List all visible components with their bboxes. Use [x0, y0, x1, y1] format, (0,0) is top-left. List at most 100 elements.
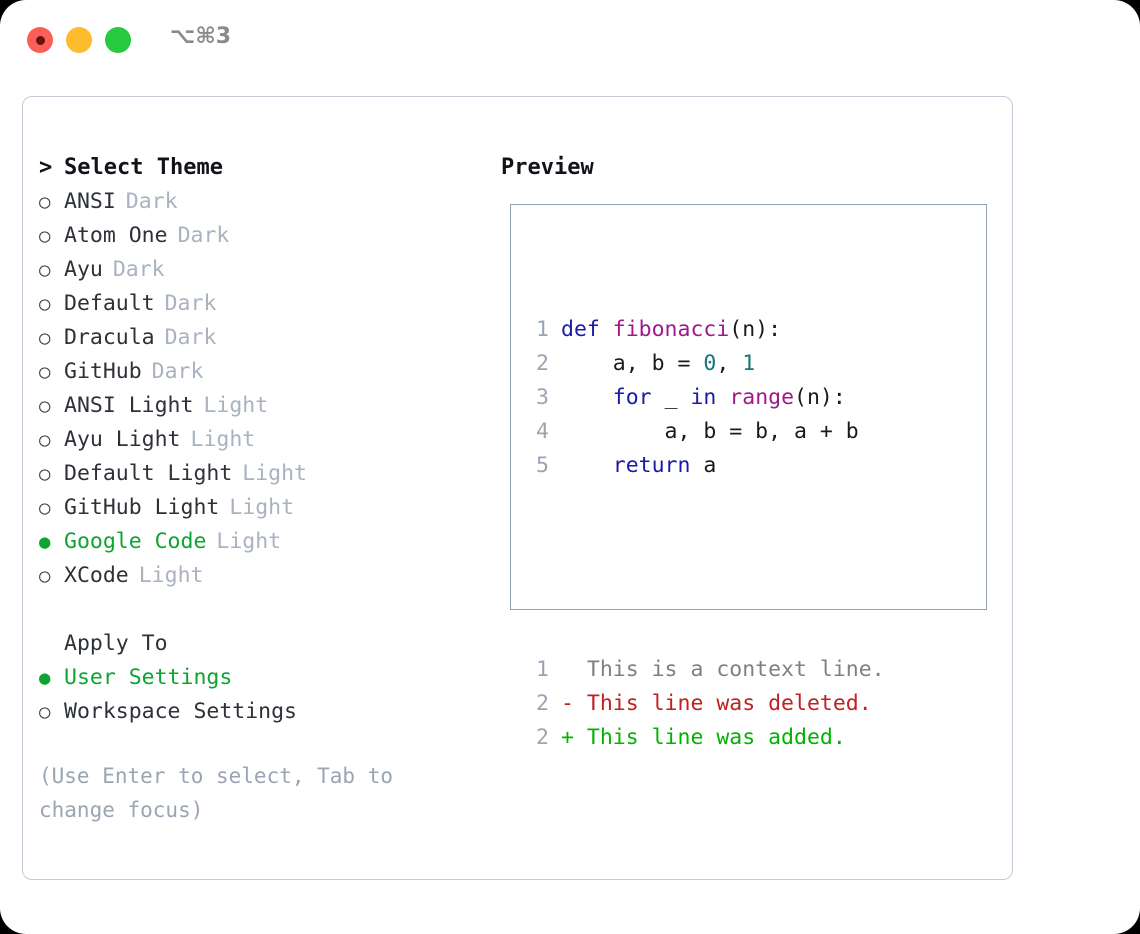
theme-variant-label: Dark: [125, 189, 178, 214]
preview-column: Preview: [501, 151, 594, 185]
keyboard-hint: (Use Enter to select, Tab to change focu…: [39, 764, 406, 822]
diff-marker: +: [561, 725, 574, 750]
theme-variant-label: Light: [203, 393, 269, 418]
theme-name: XCode: [64, 563, 129, 588]
theme-variant-label: Dark: [112, 257, 165, 282]
theme-variant-label: Light: [190, 427, 256, 452]
code-token: 0: [703, 351, 717, 376]
line-number: 4: [536, 419, 549, 444]
diff-marker: [561, 657, 574, 682]
radio-unselected-icon: ○: [39, 463, 51, 485]
code-token: (n):: [729, 317, 782, 342]
radio-unselected-icon: ○: [39, 259, 51, 281]
diff-text: This line was added.: [573, 725, 846, 750]
theme-list-item[interactable]: ○ XCode Light: [39, 559, 469, 593]
theme-name: Dracula: [64, 325, 155, 350]
radio-unselected-icon: ○: [39, 225, 51, 247]
code-token: a: [690, 453, 717, 478]
code-token: for: [612, 385, 652, 410]
theme-name: Default: [64, 291, 155, 316]
theme-list-item[interactable]: ○ Ayu Light Light: [39, 423, 469, 457]
theme-name: Atom One: [64, 223, 168, 248]
code-token: return: [612, 453, 691, 478]
line-number: 2: [536, 725, 549, 750]
radio-selected-icon: ●: [39, 667, 51, 689]
apply-to-label: Workspace Settings: [64, 699, 297, 724]
code-line: 4 a, b = b, a + b: [525, 415, 885, 449]
apply-to-item[interactable]: ○ Workspace Settings: [39, 695, 469, 729]
apply-to-title: Apply To: [64, 631, 168, 656]
radio-unselected-icon: ○: [39, 327, 51, 349]
diff-text: This is a context line.: [573, 657, 885, 682]
diff-text: This line was deleted.: [573, 691, 872, 716]
theme-list-item[interactable]: ○ Dracula Dark: [39, 321, 469, 355]
code-token: fibonacci: [612, 317, 730, 342]
keyboard-shortcut-label: ⌥⌘3: [170, 24, 232, 49]
code-token: a, b = b, a + b: [561, 419, 859, 444]
radio-unselected-icon: ○: [39, 701, 51, 723]
theme-name: Ayu Light: [64, 427, 181, 452]
theme-name: GitHub Light: [64, 495, 220, 520]
apply-to-item[interactable]: ● User Settings: [39, 661, 469, 695]
radio-unselected-icon: ○: [39, 361, 51, 383]
diff-line: 1 This is a context line.: [525, 653, 885, 687]
theme-name: Google Code: [64, 529, 207, 554]
theme-variant-label: Light: [138, 563, 204, 588]
code-token: (n):: [794, 385, 846, 410]
diff-marker: -: [561, 691, 574, 716]
code-diff-gap: [525, 551, 885, 585]
code-token: 1: [742, 351, 756, 376]
minimize-icon[interactable]: [66, 27, 92, 53]
theme-variant-label: Dark: [151, 359, 204, 384]
radio-unselected-icon: ○: [39, 429, 51, 451]
theme-variant-label: Dark: [177, 223, 230, 248]
radio-unselected-icon: ○: [39, 565, 51, 587]
code-token: range: [729, 385, 795, 410]
line-number: 1: [536, 657, 549, 682]
diff-line: 2 + This line was added.: [525, 721, 885, 755]
theme-name: Default Light: [64, 461, 233, 486]
theme-variant-label: Light: [229, 495, 295, 520]
theme-list-item[interactable]: ○ Ayu Dark: [39, 253, 469, 287]
line-number: 3: [536, 385, 549, 410]
code-token: in: [690, 385, 717, 410]
theme-name: ANSI: [64, 189, 116, 214]
code-token: [561, 385, 613, 410]
code-line: 3 for _ in range(n):: [525, 381, 885, 415]
theme-name: ANSI Light: [64, 393, 194, 418]
code-line: 2 a, b = 0, 1: [525, 347, 885, 381]
radio-unselected-icon: ○: [39, 293, 51, 315]
code-token: def: [561, 317, 613, 342]
diff-line: 2- This line was deleted.: [525, 687, 885, 721]
close-icon[interactable]: [27, 27, 53, 53]
apply-to-label: User Settings: [64, 665, 233, 690]
maximize-icon[interactable]: [105, 27, 131, 53]
line-number: 1: [536, 317, 549, 342]
apply-to-heading: Apply To: [39, 627, 469, 661]
theme-list-item[interactable]: ○ Atom One Dark: [39, 219, 469, 253]
code-token: _: [651, 385, 691, 410]
theme-name: Ayu: [64, 257, 103, 282]
traffic-light-buttons: [27, 27, 131, 53]
theme-variant-label: Dark: [164, 325, 217, 350]
select-theme-heading: > Select Theme: [39, 151, 469, 185]
radio-selected-icon: ●: [39, 531, 51, 553]
line-number: 2: [536, 691, 549, 716]
diff-sample: 1 This is a context line.2- This line wa…: [525, 653, 885, 755]
code-line: 1 def fibonacci(n):: [525, 313, 885, 347]
focus-caret-icon: >: [39, 155, 53, 180]
line-number: 5: [536, 453, 549, 478]
line-number: 2: [536, 351, 549, 376]
